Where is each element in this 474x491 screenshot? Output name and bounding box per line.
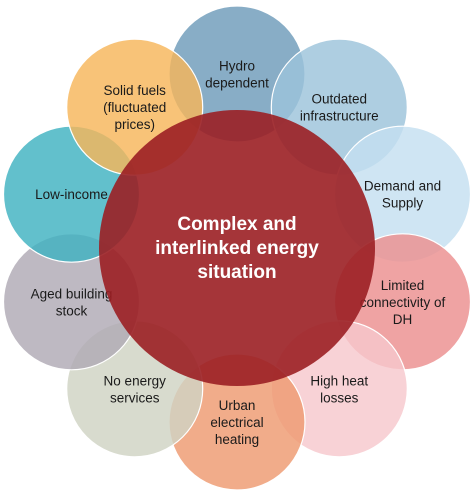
label-line: No energy — [104, 373, 167, 388]
center-group: Complex and interlinked energy situation — [99, 110, 375, 386]
label-line: heating — [215, 432, 259, 447]
label-line: Low-income — [35, 187, 108, 202]
label-line: Demand and — [364, 179, 441, 194]
label-limited-dh: Limited connectivity of DH — [360, 278, 446, 327]
center-title-line: situation — [197, 262, 276, 283]
label-line: stock — [56, 303, 88, 318]
label-line: Solid fuels — [104, 83, 167, 98]
center-title-line: Complex and — [177, 214, 296, 235]
label-line: prices) — [114, 117, 155, 132]
label-low-income: Low-income — [35, 187, 108, 202]
label-line: Aged building — [31, 286, 113, 301]
label-line: Limited — [381, 278, 425, 293]
label-line: Outdated — [312, 92, 368, 107]
label-line: infrastructure — [300, 109, 379, 124]
center-title-line: interlinked energy — [155, 238, 319, 259]
label-line: losses — [320, 390, 359, 405]
label-high-heat: High heat losses — [310, 373, 368, 405]
label-line: electrical — [210, 415, 263, 430]
label-solid-fuels: Solid fuels (fluctuated prices) — [103, 83, 166, 132]
label-line: DH — [393, 312, 413, 327]
center-circle — [99, 110, 375, 386]
label-outdated: Outdated infrastructure — [300, 92, 379, 124]
label-line: Supply — [382, 196, 424, 211]
label-line: dependent — [205, 76, 269, 91]
label-urban-electric: Urban electrical heating — [210, 398, 263, 447]
label-line: services — [110, 390, 160, 405]
label-line: (fluctuated — [103, 100, 166, 115]
label-hydro: Hydro dependent — [205, 59, 269, 91]
label-line: High heat — [310, 373, 368, 388]
label-aged-building: Aged building stock — [31, 286, 113, 318]
label-no-energy: No energy services — [104, 373, 167, 405]
label-line: Hydro — [219, 59, 255, 74]
center-title: Complex and interlinked energy situation — [155, 214, 319, 283]
label-line: connectivity of — [360, 295, 446, 310]
label-line: Urban — [219, 398, 256, 413]
